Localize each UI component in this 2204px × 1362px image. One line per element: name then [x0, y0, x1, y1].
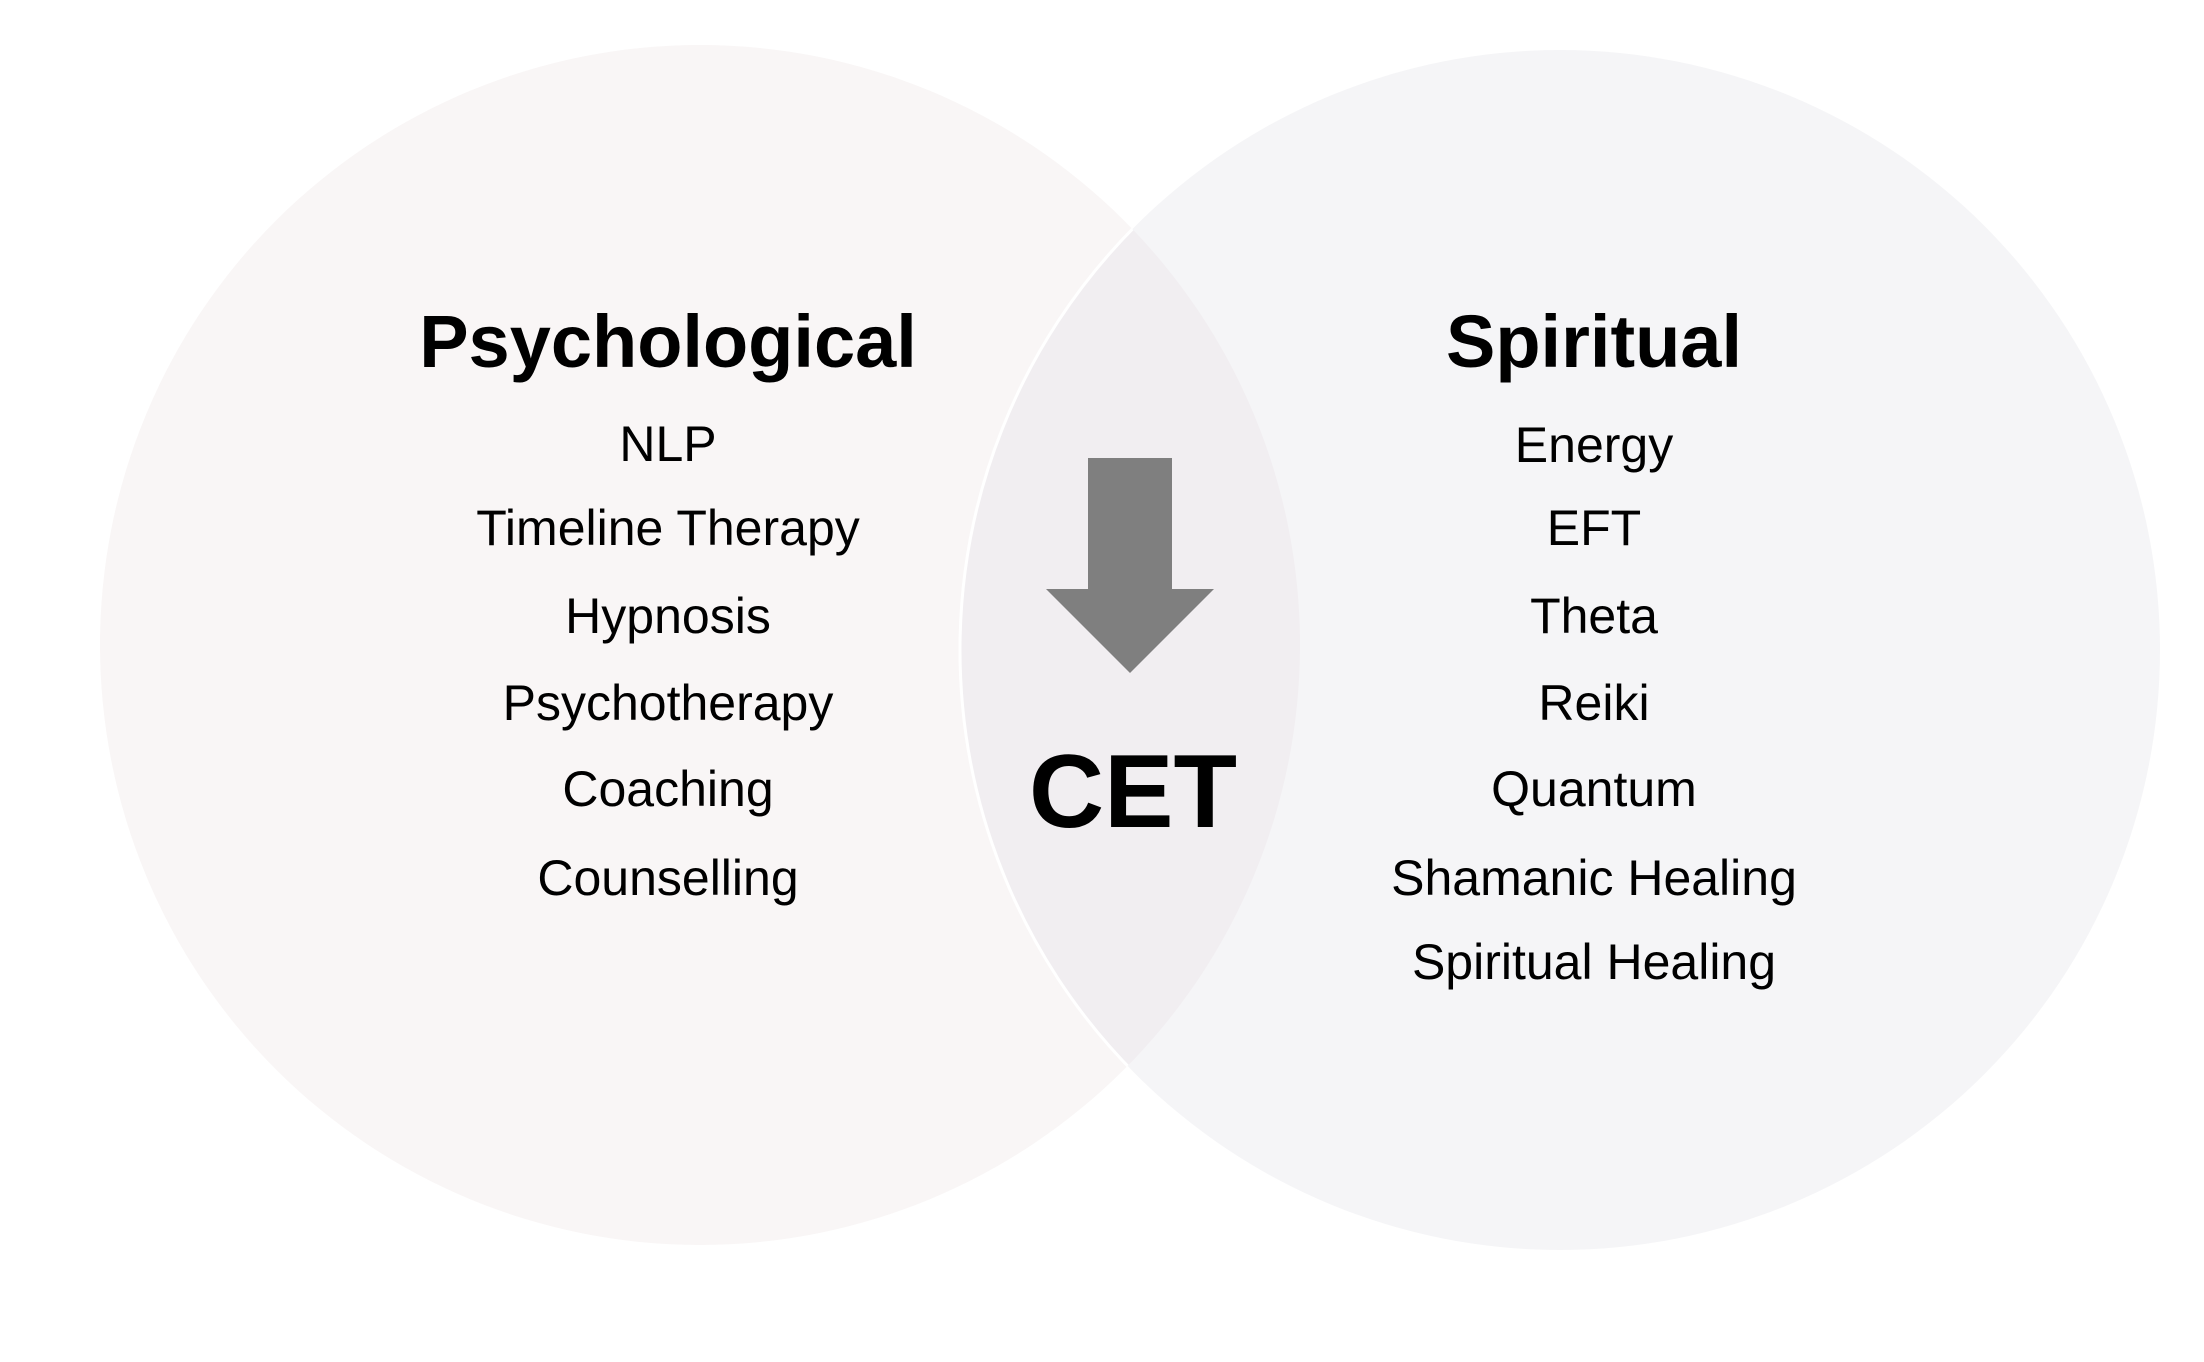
spiritual-item-reiki: Reiki	[1538, 675, 1650, 731]
psychological-item-counselling: Counselling	[537, 850, 799, 906]
down-arrow-icon	[1046, 458, 1214, 673]
spiritual-item-shamanic-healing: Shamanic Healing	[1391, 850, 1797, 906]
right-circle-outline	[958, 48, 1300, 1245]
spiritual-item-spiritual-healing: Spiritual Healing	[1411, 934, 1777, 990]
spiritual-item-quantum: Quantum	[1491, 761, 1697, 817]
psychological-heading: Psychological	[419, 300, 917, 383]
psychological-item-nlp: NLP	[619, 416, 717, 472]
psychological-item-hypnosis: Hypnosis	[565, 588, 771, 644]
psychological-item-coaching: Coaching	[562, 761, 774, 817]
spiritual-item-theta: Theta	[1530, 588, 1658, 644]
spiritual-heading: Spiritual	[1445, 300, 1743, 383]
psychological-item-timeline-therapy: Timeline Therapy	[476, 500, 860, 556]
right-circle	[960, 50, 2160, 1250]
psychological-item-psychotherapy: Psychotherapy	[502, 675, 834, 731]
spiritual-item-eft: EFT	[1546, 500, 1642, 556]
cet-label: CET	[1029, 734, 1237, 850]
left-circle	[100, 45, 1300, 1245]
spiritual-item-energy: Energy	[1514, 417, 1674, 473]
